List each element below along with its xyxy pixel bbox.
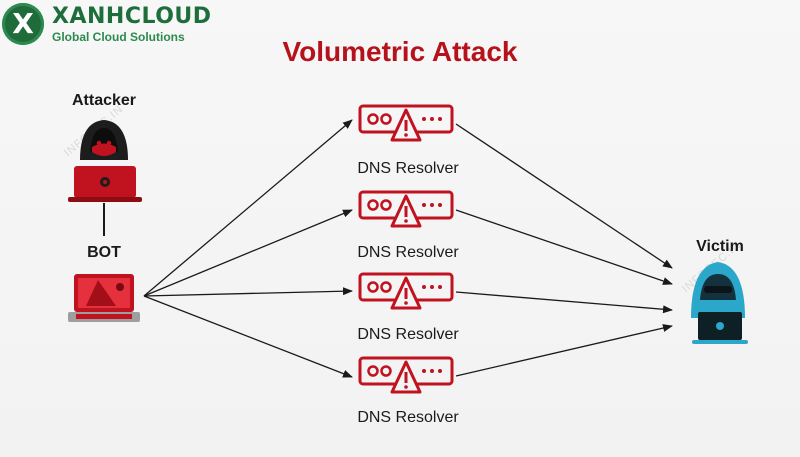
resolver-4-to-victim-arrow	[455, 324, 673, 377]
brand-logo: X XANHCLOUD Global Cloud Solutions	[0, 0, 212, 50]
resolver-1-server-icon	[358, 104, 454, 142]
resolver-1-label: DNS Resolver	[357, 160, 459, 177]
resolver-2-server-icon	[358, 190, 454, 228]
resolver-4-server-icon	[358, 356, 454, 394]
resolver-2-to-victim-arrow	[455, 209, 673, 285]
brand-tagline: Global Cloud Solutions	[52, 30, 185, 44]
victim-label: Victim	[696, 238, 744, 255]
resolver-1-to-victim-arrow	[455, 123, 673, 269]
victim-hooded-icon	[691, 262, 748, 344]
resolver-3-server-icon	[358, 272, 454, 310]
attacker-hacker-icon	[68, 120, 142, 202]
brand-name: XANHCLOUD	[52, 4, 212, 29]
bot-to-resolver-1-arrow	[143, 119, 353, 297]
attacker-label: Attacker	[71, 92, 137, 109]
bot-to-resolver-4-arrow	[143, 295, 353, 378]
bot-to-resolver-2-arrow	[143, 209, 353, 297]
resolver-3-label: DNS Resolver	[357, 326, 459, 343]
resolver-2-label: DNS Resolver	[357, 244, 459, 261]
bot-label: BOT	[87, 244, 121, 261]
resolver-4-label: DNS Resolver	[357, 409, 459, 426]
brand-mark-icon: X	[2, 3, 44, 45]
diagram-title: Volumetric Attack	[282, 36, 518, 67]
bot-infected-laptop-icon	[68, 274, 140, 322]
resolver-3-to-victim-arrow	[455, 291, 673, 314]
brand-mark-letter: X	[12, 7, 34, 40]
bot-to-resolver-3-arrow	[143, 287, 353, 297]
